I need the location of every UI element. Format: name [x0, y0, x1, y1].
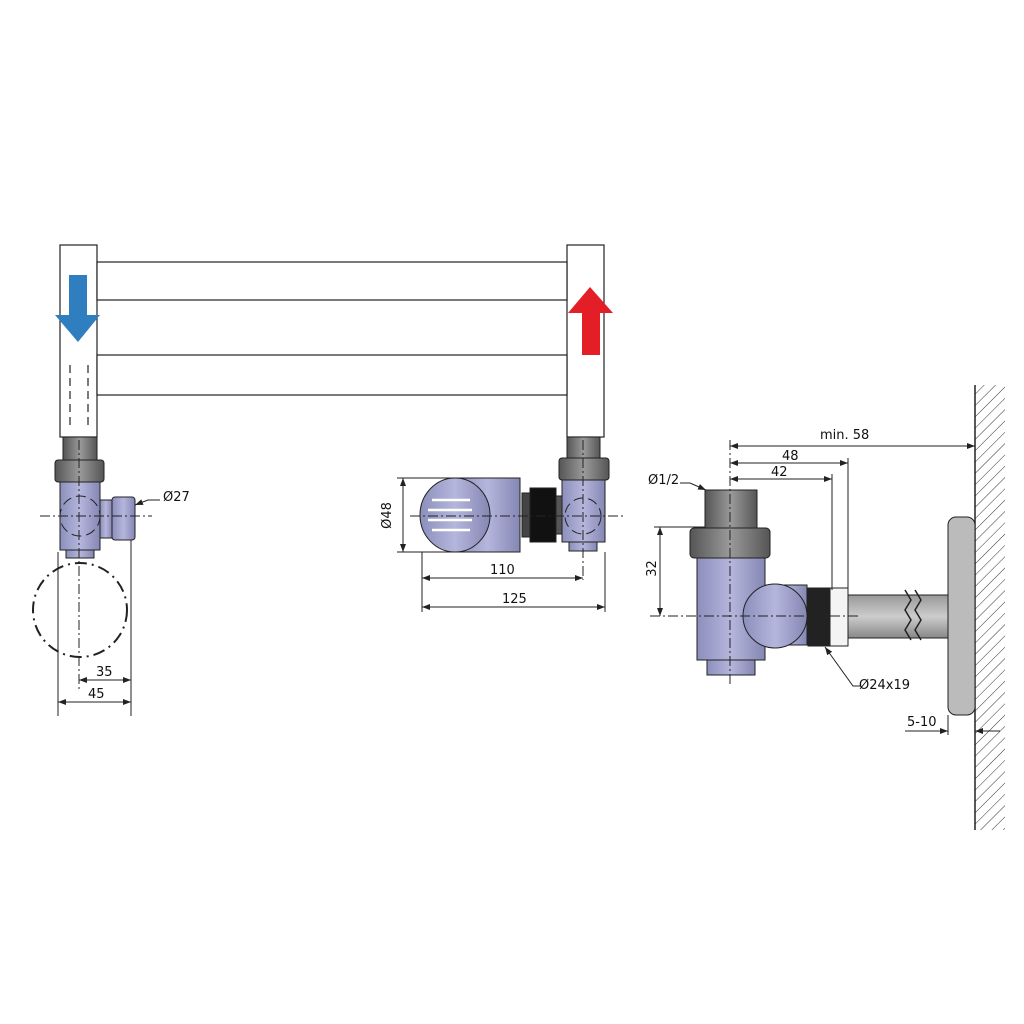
- dimension-min58-label: min. 58: [820, 428, 870, 443]
- thermostatic-valve: [397, 436, 625, 612]
- left-valve: [32, 436, 160, 716]
- rosette-gap-label: 5-10: [907, 715, 937, 730]
- hot-flow-arrow-icon: [568, 287, 613, 355]
- port-diameter-label: Ø27: [163, 490, 190, 505]
- head-diameter-label: Ø48: [379, 502, 395, 529]
- radiator: [59, 244, 605, 438]
- thread-label: Ø1/2: [648, 473, 680, 488]
- cold-flow-arrow-icon: [55, 275, 100, 342]
- dimension-35-label: 35: [96, 665, 113, 680]
- dimension-125-label: 125: [502, 592, 527, 607]
- dimension-42-label: 42: [771, 465, 788, 480]
- dimension-48-label: 48: [782, 449, 799, 464]
- dimension-32-label: 32: [644, 560, 660, 577]
- dimension-45-label: 45: [88, 687, 105, 702]
- dimension-110-label: 110: [490, 563, 515, 578]
- side-view-valve: [650, 385, 1005, 830]
- connection-label: Ø24x19: [859, 678, 911, 693]
